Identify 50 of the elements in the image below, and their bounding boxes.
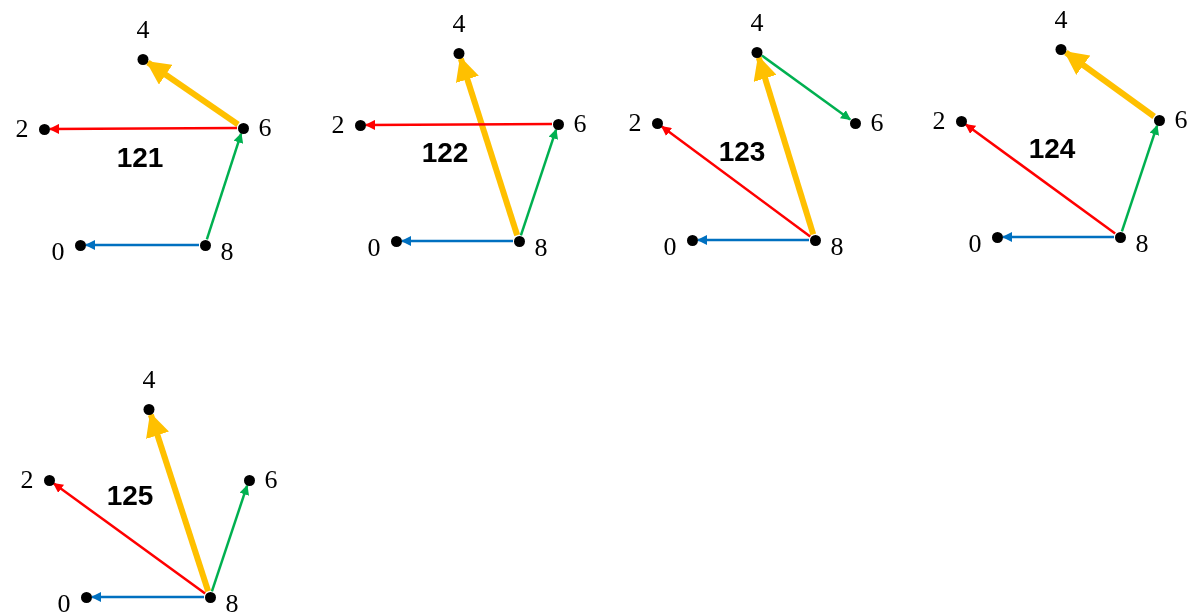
arrow (1002, 232, 1114, 242)
arrow (365, 119, 552, 130)
panel-number: 124 (1028, 133, 1076, 165)
panel-number: 121 (116, 142, 164, 174)
point-label: 4 (1054, 5, 1068, 34)
arrow (91, 592, 204, 602)
point-label: 6 (573, 110, 587, 138)
point-label: 0 (51, 238, 65, 266)
point-label: 8 (1135, 230, 1149, 258)
point-label: 0 (57, 590, 71, 614)
point-label: 8 (830, 233, 844, 261)
point-label: 2 (15, 115, 29, 143)
arrow (1063, 50, 1156, 119)
arrow (401, 236, 513, 246)
point-label: 2 (932, 107, 946, 135)
point-label: 0 (663, 233, 677, 261)
point-label: 6 (264, 466, 278, 494)
point-label: 6 (258, 114, 272, 142)
point-label: 2 (628, 109, 642, 137)
arrow (53, 482, 206, 595)
arrow (205, 132, 244, 240)
arrow (661, 125, 811, 238)
arrow (146, 412, 211, 593)
panel-number: 123 (718, 136, 766, 168)
arrow (697, 235, 809, 245)
point-label: 4 (452, 9, 466, 38)
arrow (455, 56, 521, 237)
arrow (210, 484, 249, 592)
point-label: 6 (1174, 106, 1188, 134)
arrow (753, 55, 817, 236)
panel-number: 122 (421, 137, 469, 169)
arrow (49, 123, 237, 134)
point-label: 4 (750, 8, 764, 37)
panel-number: 125 (106, 480, 154, 512)
point-label: 4 (142, 365, 156, 394)
point-label: 8 (534, 234, 548, 262)
point-label: 2 (20, 466, 34, 494)
point-label: 6 (870, 109, 884, 137)
arrow (1120, 124, 1159, 232)
point-label: 8 (225, 590, 239, 614)
arrow (519, 128, 558, 236)
point-label: 4 (136, 15, 150, 44)
arrow (965, 123, 1116, 235)
point-label: 8 (220, 238, 234, 266)
point-label: 0 (968, 230, 982, 258)
arrow (145, 59, 240, 128)
point-label: 2 (331, 111, 345, 139)
arrow (85, 240, 199, 250)
arrow (761, 54, 851, 121)
point-label: 0 (367, 234, 381, 262)
